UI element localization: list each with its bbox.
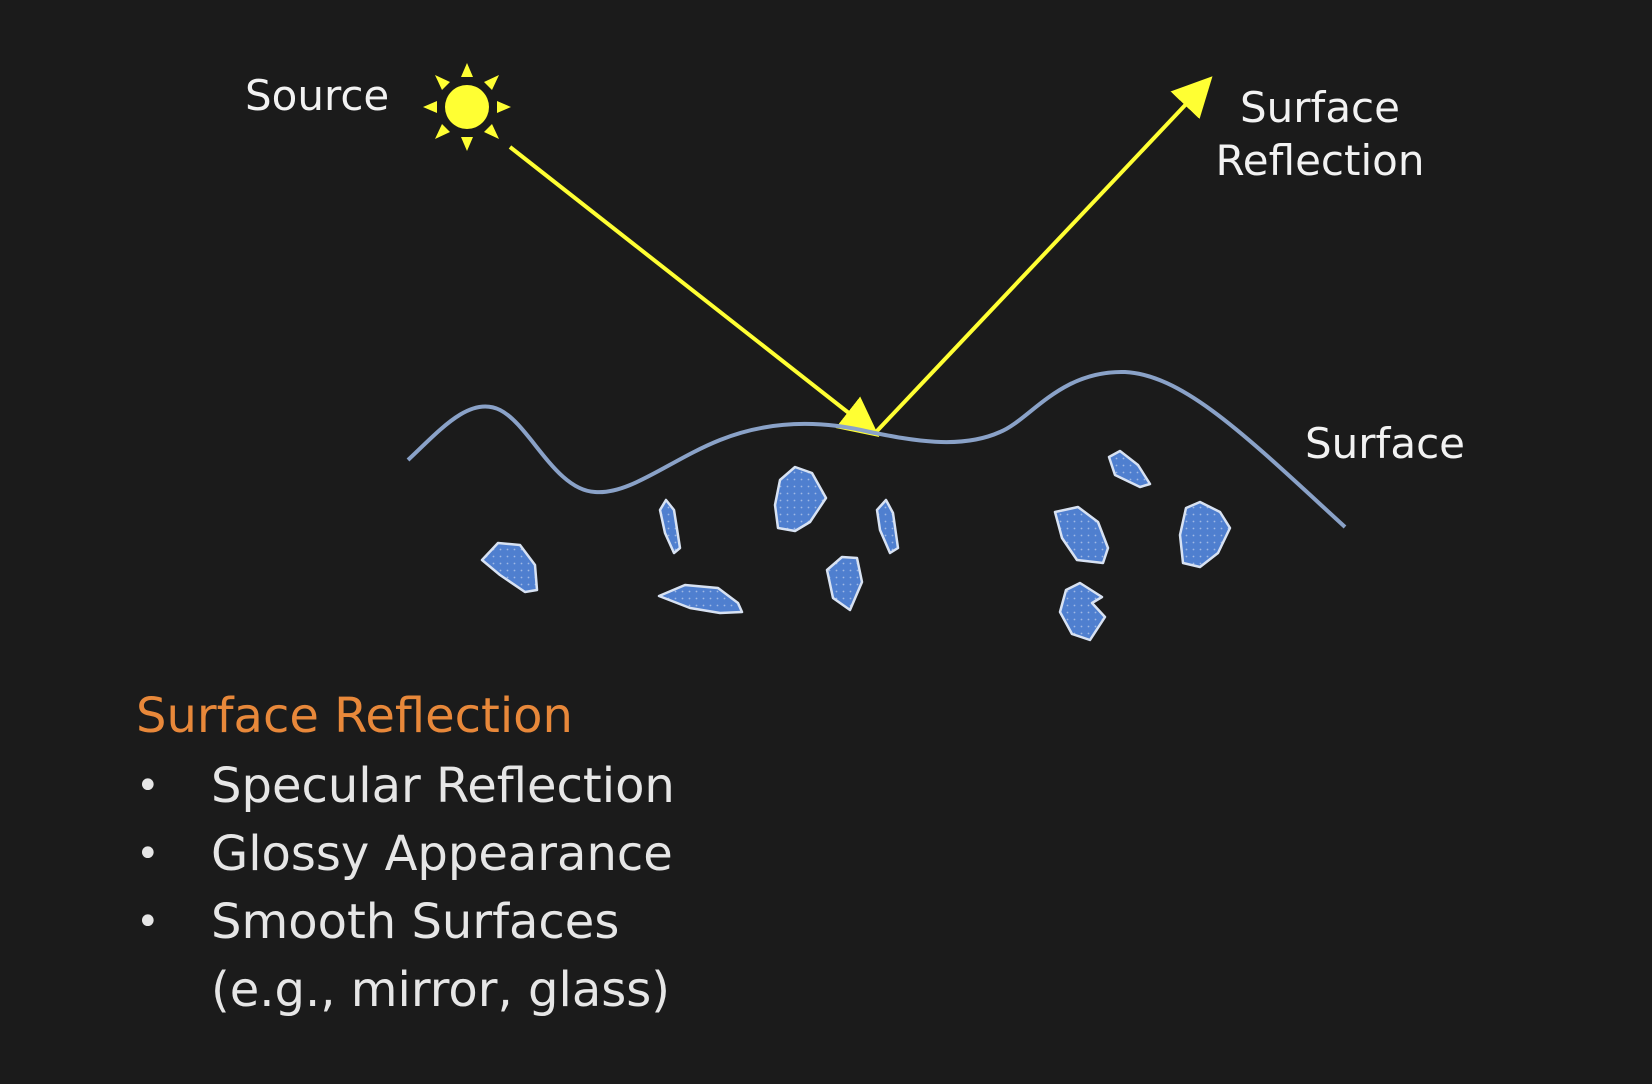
bullet-dot-icon: • [136,762,160,809]
bullet-item: • Smooth Surfaces [136,888,675,956]
surface-reflection-label: Surface Reflection [1205,82,1435,187]
summary-block: Surface Reflection •Specular Reflection … [136,688,675,1024]
sun-icon [423,63,511,151]
bullet-item: • Glossy Appearance [136,820,675,888]
bullet-list: •Specular Reflection •Glossy Appearance … [136,752,675,956]
particle [657,583,744,615]
example-text: (e.g., mirror, glass) [211,961,670,1018]
particle [1053,505,1110,565]
bullet-item: • Specular Reflection [136,752,675,820]
surface-reflection-label-line1: Surface [1239,83,1400,132]
particle [825,555,864,612]
bullet-dot-icon: • [136,830,160,877]
reflected-ray [874,76,1213,434]
particle [875,498,900,555]
particle [773,465,828,533]
particle [658,498,682,555]
surface-line [406,369,1347,529]
source-label: Source [245,71,390,120]
particle [1107,449,1152,489]
particle [480,541,539,594]
bullet-text: Smooth Surfaces [211,893,620,950]
surface-label: Surface [1305,419,1466,468]
incident-ray [508,145,880,437]
particle [1178,500,1232,569]
particle [1058,581,1107,642]
bullet-text: Specular Reflection [211,757,675,814]
surface-reflection-label-line2: Reflection [1215,135,1425,185]
bullet-text: Glossy Appearance [211,825,673,882]
subsurface-particles [480,449,1232,642]
section-title: Surface Reflection [136,688,573,744]
bullet-dot-icon: • [136,898,160,945]
